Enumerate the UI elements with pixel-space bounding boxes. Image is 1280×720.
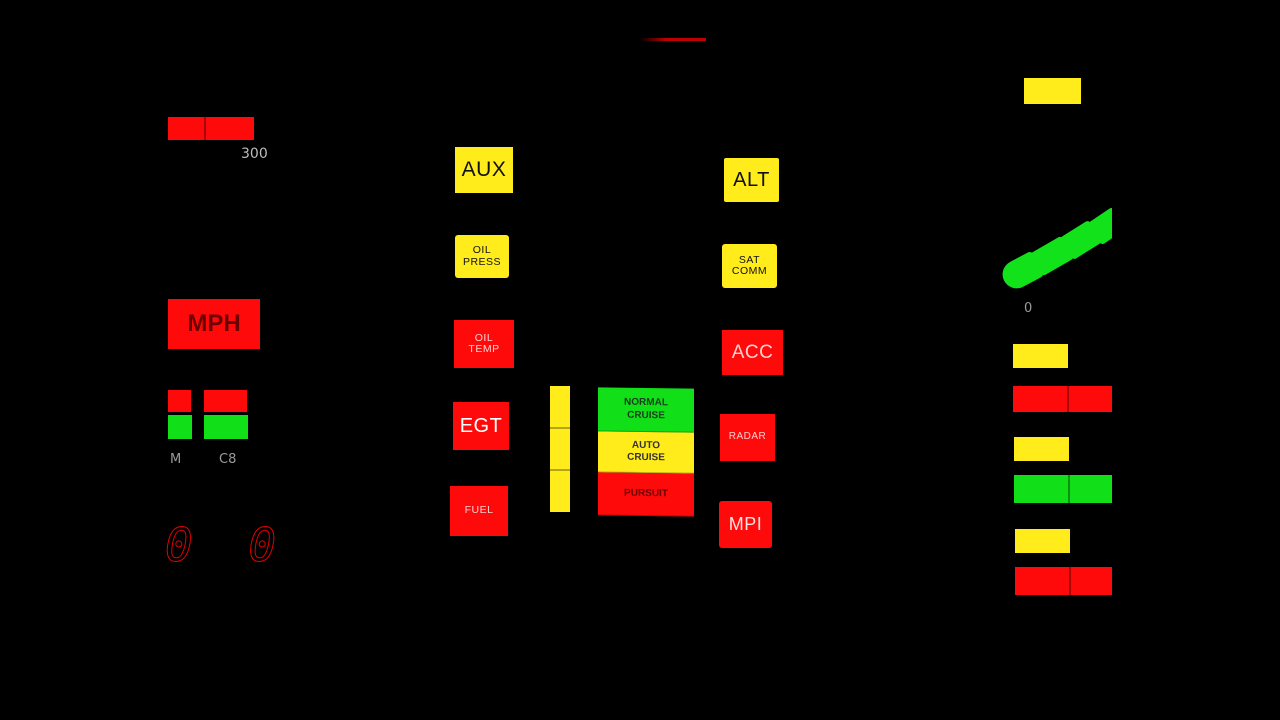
digital-speed-readout: 0 0: [164, 518, 291, 573]
tach-zero-label: 0: [1024, 301, 1033, 316]
fuel-button[interactable]: FUEL: [450, 486, 508, 536]
top-indicator-strip: [640, 38, 706, 41]
c8-indicator-green: [204, 415, 248, 439]
level-bar-1: [1013, 344, 1068, 368]
level-bar-3: [1014, 437, 1069, 461]
level-bar-5: [1015, 529, 1070, 553]
alt-button[interactable]: ALT: [724, 158, 779, 202]
m-indicator-green: [168, 415, 192, 439]
tach-arc: [1000, 205, 1112, 295]
radar-button[interactable]: RADAR: [720, 414, 775, 461]
egt-button[interactable]: EGT: [453, 402, 509, 450]
sat-comm-button[interactable]: SAT COMM: [722, 244, 777, 288]
normal-cruise-button[interactable]: NORMAL CRUISE: [598, 387, 694, 433]
mph-unit-indicator: MPH: [168, 299, 260, 349]
pursuit-button[interactable]: PURSUIT: [598, 472, 694, 517]
drive-mode-selector: NORMAL CRUISE AUTO CRUISE PURSUIT: [598, 387, 694, 517]
acc-button[interactable]: ACC: [722, 330, 783, 375]
oil-temp-button[interactable]: OIL TEMP: [454, 320, 514, 368]
auto-cruise-button[interactable]: AUTO CRUISE: [598, 431, 694, 474]
aux-button[interactable]: AUX: [455, 147, 513, 193]
level-bar-4: [1014, 475, 1112, 503]
oil-press-button[interactable]: OIL PRESS: [455, 235, 509, 278]
speed-scale-max-label: 300: [241, 146, 268, 162]
c8-indicator-red: [204, 390, 247, 412]
speed-bar: [168, 117, 254, 140]
tach-top-indicator: [1024, 78, 1081, 104]
mpi-button[interactable]: MPI: [719, 501, 772, 548]
m-indicator-label: M: [170, 452, 182, 467]
c8-indicator-label: C8: [219, 452, 237, 467]
level-bar-6: [1015, 567, 1112, 595]
vertical-level-gauge: [550, 386, 570, 513]
level-bar-2: [1013, 386, 1112, 412]
m-indicator-red: [168, 390, 191, 412]
